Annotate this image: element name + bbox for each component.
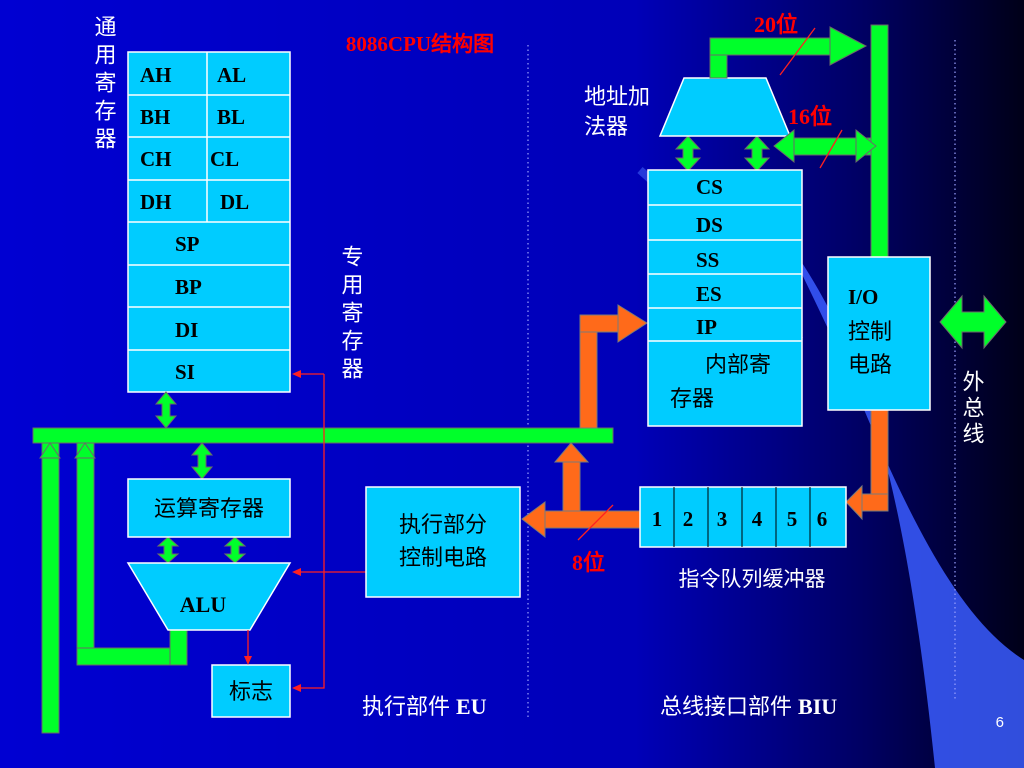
register-bh: BH <box>140 105 170 129</box>
register-cs: CS <box>696 175 723 199</box>
external-bus-label: 外总线 <box>959 370 985 448</box>
register-sp: SP <box>175 232 200 256</box>
register-ss: SS <box>696 248 719 272</box>
eu-control-box <box>365 486 521 598</box>
alu-register-box <box>127 478 291 538</box>
register-dl: DL <box>220 190 249 214</box>
internal-registers-line1: 内部寄 <box>705 353 771 378</box>
register-bp: BP <box>175 275 202 299</box>
register-al: AL <box>217 63 246 87</box>
register-ds: DS <box>696 213 723 237</box>
biu-caption-en: BIU <box>798 694 837 719</box>
eu-control-line2: 控制电路 <box>399 546 487 571</box>
queue-bits-label: 8位 <box>572 550 605 575</box>
register-cl: CL <box>210 147 239 171</box>
queue-bits-slash <box>577 504 614 541</box>
address-bus-line <box>709 37 831 56</box>
queue-cell-5: 5 <box>787 507 798 531</box>
bus-second-line <box>76 442 95 664</box>
data-bits-slash <box>819 129 843 169</box>
biu-caption-cn: 总线接口部件 <box>660 695 792 720</box>
eu-control-line1: 执行部分 <box>399 513 487 538</box>
control-alu-arrowhead <box>292 568 301 576</box>
page-number: 6 <box>996 714 1004 731</box>
register-dh: DH <box>140 190 172 214</box>
queue-cell-1: 1 <box>652 507 663 531</box>
address-adder-line2: 法器 <box>584 115 628 140</box>
queue-label: 指令队列缓冲器 <box>679 567 826 591</box>
flags-box <box>211 664 291 718</box>
biu-main-bus <box>870 24 889 258</box>
register-ah: AH <box>140 63 172 87</box>
queue-to-eu-arrowhead <box>521 501 546 539</box>
queue-to-bus-path <box>562 459 581 512</box>
queue-cell-4: 4 <box>752 507 763 531</box>
general-registers-label: 通用寄存器 <box>91 15 117 155</box>
bus-left-arrowhead <box>39 442 61 459</box>
alu-flags-arrowhead <box>244 656 252 665</box>
register-di: DI <box>175 318 198 342</box>
flags-label: 标志 <box>229 680 273 705</box>
alu-output-stub <box>169 629 188 666</box>
special-registers-label: 专用寄存器 <box>338 245 364 385</box>
bus-second-arrowhead <box>74 442 96 459</box>
io-to-queue-arrowhead <box>845 484 863 521</box>
internal-bus <box>32 427 614 734</box>
queue-box <box>639 486 847 548</box>
segment-register-box <box>647 169 803 427</box>
data-bus-right-arrowhead <box>855 128 877 164</box>
internal-bus-bar <box>32 427 614 444</box>
segment-registers: CS DS SS ES IP 内部寄 存器 <box>647 169 803 427</box>
address-bits-label: 20位 <box>754 12 798 37</box>
queue-cell-6: 6 <box>817 507 828 531</box>
bus-to-segment-horizontal <box>579 314 621 333</box>
io-control-line1: I/O <box>848 285 878 309</box>
io-control-line2: 控制 <box>848 320 892 345</box>
register-si: SI <box>175 360 195 384</box>
internal-registers-line2: 存器 <box>670 387 714 412</box>
io-control-box <box>827 256 931 411</box>
data-bus-left-arrowhead <box>773 128 795 164</box>
biu-bus <box>709 24 1007 350</box>
register-bus-arrow <box>154 391 178 429</box>
queue-cell-3: 3 <box>717 507 728 531</box>
external-bus-arrow <box>939 294 1007 350</box>
address-adder-line1: 地址加 <box>584 85 650 110</box>
register-ip: IP <box>696 315 717 339</box>
control-flags-arrowhead <box>292 684 301 692</box>
data-bits-label: 16位 <box>788 104 832 129</box>
instruction-queue: 1 2 3 4 5 6 <box>639 486 847 548</box>
register-file: AH AL BH BL CH CL DH DL SP BP DI SI <box>127 51 291 393</box>
register-file-grid <box>128 52 290 351</box>
queue-cell-2: 2 <box>683 507 694 531</box>
background-swoosh <box>780 230 1024 768</box>
address-bits-slash <box>779 27 816 76</box>
register-ch: CH <box>140 147 172 171</box>
register-es: ES <box>696 282 722 306</box>
address-bus-arrowhead <box>829 26 868 66</box>
bus-to-segment-arrowhead <box>617 304 648 343</box>
orange-paths <box>521 304 889 539</box>
io-control-line3: 电路 <box>848 353 892 378</box>
register-bl: BL <box>217 105 245 129</box>
eu-caption-en: EU <box>456 694 487 719</box>
bus-left-line <box>41 442 60 734</box>
queue-to-bus-arrowhead <box>553 442 590 463</box>
control-register-arrowhead <box>292 370 301 378</box>
alu-unit <box>126 562 292 631</box>
alu-label: ALU <box>180 592 227 617</box>
slide-title: 8086CPU结构图 <box>346 32 494 56</box>
eu-caption-cn: 执行部件 <box>362 695 450 720</box>
alu-register-label: 运算寄存器 <box>154 497 264 522</box>
